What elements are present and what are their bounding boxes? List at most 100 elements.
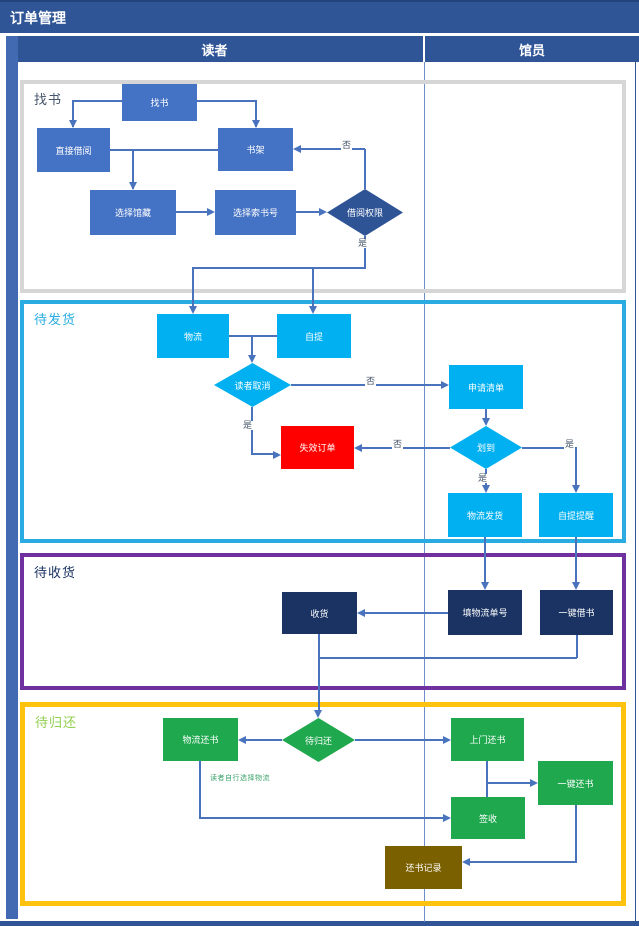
connector-line: [355, 739, 448, 741]
node-logistics-return: 物流还书: [163, 718, 238, 761]
arrowhead: [238, 736, 246, 744]
connector-line: [229, 335, 277, 337]
bottom-frame-bar: [0, 921, 639, 926]
phase-label-receive: 待收货: [34, 565, 77, 580]
arrowhead: [462, 858, 470, 866]
connector-line: [72, 100, 74, 127]
connector-line: [110, 149, 218, 151]
connector-line: [255, 100, 257, 127]
edge-label-no-cancel: 否: [365, 376, 377, 386]
connector-line: [296, 211, 324, 213]
node-select-collection: 选择馆藏: [90, 190, 176, 235]
right-frame-line: [635, 62, 636, 922]
node-bookshelf: 书架: [218, 128, 293, 171]
arrowhead: [443, 814, 451, 822]
connector-line: [176, 211, 212, 213]
left-phase-strip: [6, 36, 18, 919]
connector-line: [575, 805, 577, 863]
lane-reader-label: 读者: [201, 42, 228, 58]
arrowhead: [252, 120, 260, 128]
lane-header-divider: [423, 36, 425, 62]
phase-ship: 待发货: [20, 300, 626, 543]
connector-line: [251, 407, 253, 454]
connector-line: [312, 267, 314, 312]
arrowhead: [357, 609, 365, 617]
connector-line: [364, 236, 366, 268]
phase-return: 待归还: [20, 702, 626, 906]
node-logistics: 物流: [157, 314, 229, 358]
connector-line: [364, 612, 448, 614]
connector-line: [251, 335, 253, 361]
connector-line: [132, 149, 134, 189]
lane-header-reader: 读者: [6, 36, 423, 62]
connector-line: [192, 267, 366, 269]
node-one-click-borrow: 一键借书: [540, 590, 613, 635]
arrowhead: [481, 582, 489, 590]
connector-line: [199, 817, 448, 819]
edge-label-no-assigned: 否: [392, 439, 404, 449]
arrowhead: [572, 485, 580, 493]
connector-line: [73, 100, 123, 102]
phase-label-ship: 待发货: [34, 312, 77, 327]
connector-line: [318, 634, 320, 658]
node-invalid-order: 失效订单: [281, 426, 354, 469]
arrowhead: [482, 418, 490, 426]
arrowhead: [248, 355, 256, 363]
diagram-title-bar: 订单管理: [0, 0, 639, 33]
connector-line: [486, 782, 535, 784]
edge-label-yes-permission: 是: [357, 238, 369, 248]
arrowhead: [572, 582, 580, 590]
arrowhead: [443, 736, 451, 744]
arrowhead: [482, 485, 490, 493]
arrowhead: [530, 779, 538, 787]
connector-line: [486, 761, 488, 798]
arrowhead: [129, 182, 137, 190]
arrowhead: [207, 208, 215, 216]
connector-line: [199, 761, 201, 818]
phase-label-return: 待归还: [35, 715, 78, 730]
lane-header-librarian: 馆员: [425, 36, 639, 62]
node-receive-goods: 收货: [282, 592, 357, 634]
arrowhead: [69, 120, 77, 128]
connector-line: [575, 447, 577, 491]
node-fill-tracking-number: 填物流单号: [448, 590, 522, 635]
connector-line: [251, 453, 278, 455]
diagram-title: 订单管理: [10, 9, 66, 26]
node-request-list: 申请清单: [449, 365, 523, 409]
node-pickup-reminder: 自提提醒: [539, 493, 613, 537]
edge-label-yes-cancel: 是: [242, 420, 254, 430]
arrowhead: [293, 145, 301, 153]
connector-line: [361, 447, 450, 449]
lane-header-row: 读者 馆员: [6, 36, 639, 62]
phase-find: 找书: [20, 80, 626, 293]
node-sign-off: 签收: [451, 797, 525, 839]
connector-line: [484, 537, 486, 588]
phase-receive: 待收货: [20, 553, 626, 690]
phase-label-find: 找书: [34, 92, 63, 107]
arrowhead: [319, 208, 327, 216]
arrowhead: [273, 451, 281, 459]
arrowhead: [441, 381, 449, 389]
connector-line: [364, 149, 366, 189]
connector-line: [192, 267, 194, 312]
edge-label-yes-assigned-right: 是: [564, 439, 576, 449]
node-find-book: 找书: [122, 84, 197, 121]
connector-line: [467, 861, 576, 863]
connector-line: [245, 739, 282, 741]
lane-divider-line: [424, 62, 425, 922]
node-door-return: 上门还书: [451, 718, 524, 761]
connector-line: [197, 100, 257, 102]
node-logistics-ship: 物流发货: [448, 493, 522, 537]
connector-line: [485, 409, 487, 424]
arrowhead: [354, 444, 362, 452]
connector-line: [300, 148, 365, 150]
edge-label-yes-assigned-down: 是: [477, 473, 489, 483]
node-self-pickup: 自提: [277, 314, 351, 358]
arrowhead: [314, 710, 322, 718]
connector-line: [318, 657, 577, 659]
arrowhead: [189, 306, 197, 314]
node-return-record: 还书记录: [385, 846, 462, 889]
arrowhead: [309, 306, 317, 314]
node-one-click-return: 一键还书: [538, 761, 613, 805]
node-direct-borrow: 直接借阅: [37, 128, 110, 172]
